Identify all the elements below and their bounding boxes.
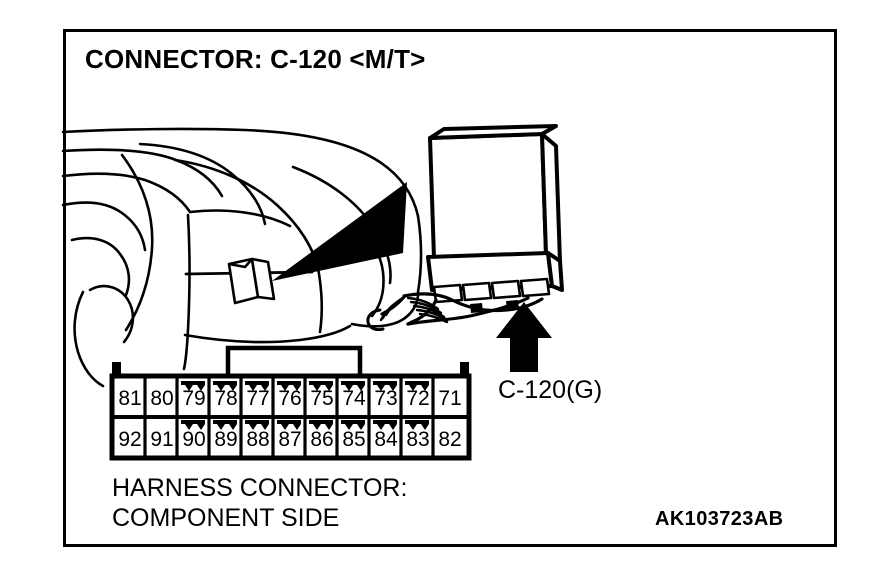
pin-79: 79 <box>182 387 206 410</box>
pin-86: 86 <box>310 428 334 451</box>
callout-label: C-120(G) <box>498 376 603 404</box>
pin-82: 82 <box>438 428 462 451</box>
pin-81: 81 <box>118 387 142 410</box>
pin-83: 83 <box>406 428 430 451</box>
pin-78: 78 <box>214 387 238 410</box>
pin-88: 88 <box>246 428 270 451</box>
pin-84: 84 <box>374 428 398 451</box>
pin-80: 80 <box>150 387 174 410</box>
figure-title: CONNECTOR: C-120 <M/T> <box>85 44 426 74</box>
pin-74: 74 <box>342 387 366 410</box>
harness-caption: HARNESS CONNECTOR: COMPONENT SIDE <box>112 474 407 533</box>
pin-92: 92 <box>118 428 142 451</box>
pin-72: 72 <box>406 387 430 410</box>
pin-75: 75 <box>310 387 334 410</box>
pin-73: 73 <box>374 387 398 410</box>
pin-90: 90 <box>182 428 206 451</box>
figure-frame <box>63 29 837 547</box>
pin-87: 87 <box>278 428 302 451</box>
pin-85: 85 <box>342 428 366 451</box>
pin-71: 71 <box>438 387 462 410</box>
harness-caption-line1: HARNESS CONNECTOR: <box>112 474 408 502</box>
pin-76: 76 <box>278 387 302 410</box>
harness-caption-line2: COMPONENT SIDE <box>112 503 340 532</box>
pin-77: 77 <box>246 387 270 410</box>
figure-code: AK103723AB <box>655 508 784 530</box>
pin-89: 89 <box>214 428 238 451</box>
pin-91: 91 <box>150 428 174 451</box>
